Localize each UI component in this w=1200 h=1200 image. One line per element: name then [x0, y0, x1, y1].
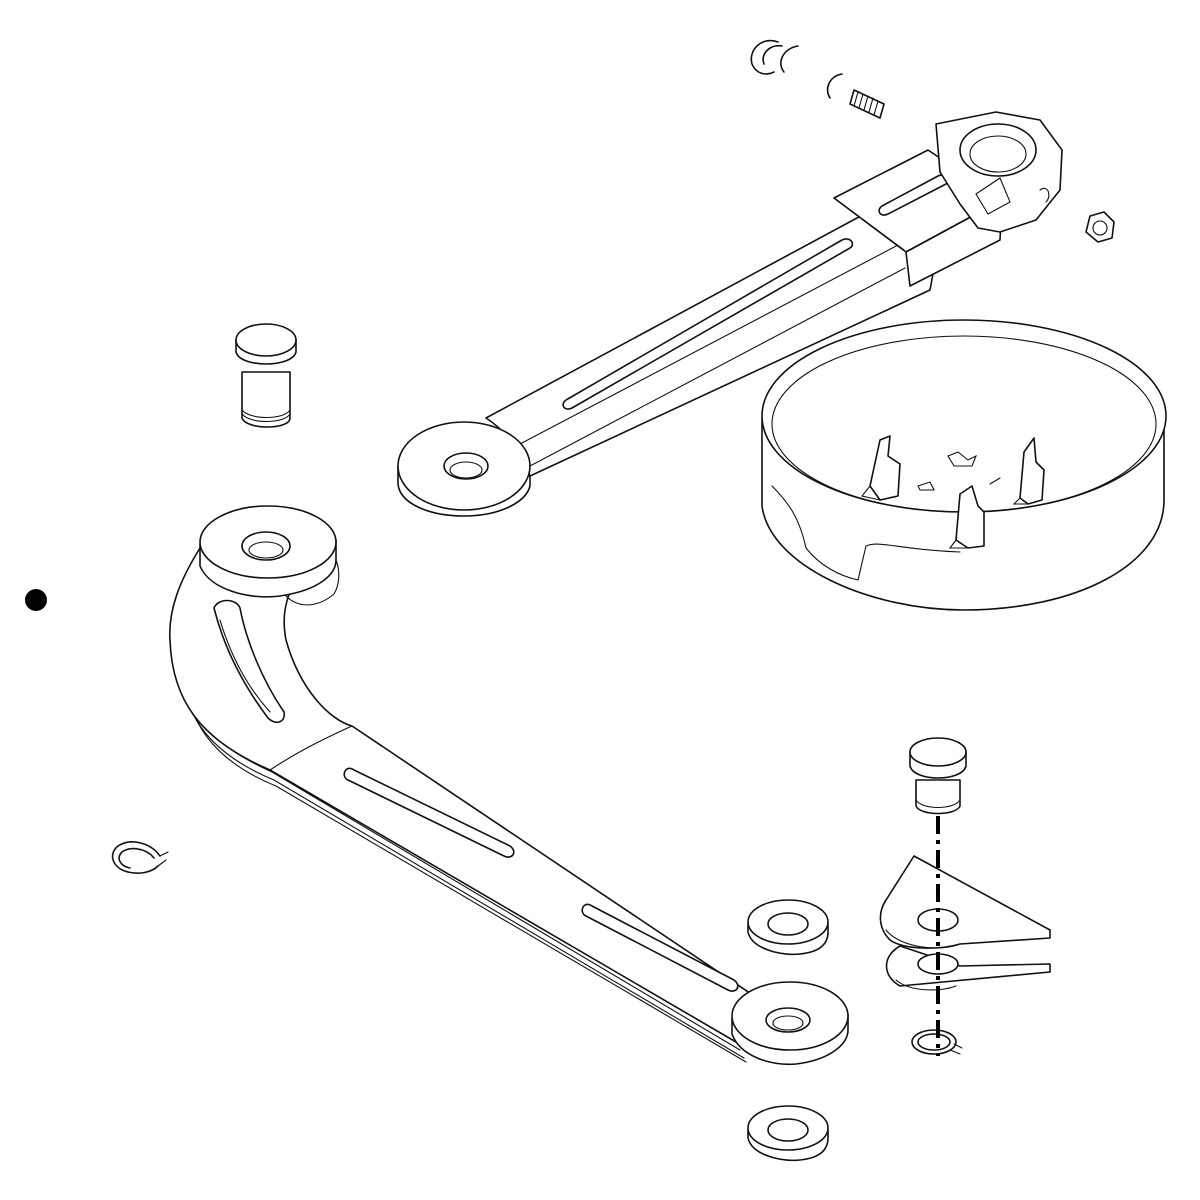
- marker-dot: [25, 589, 47, 611]
- pivot-pin: [235, 323, 297, 428]
- hex-nut: [1085, 211, 1115, 243]
- retaining-ring: [911, 1029, 963, 1055]
- retaining-ring: [750, 39, 783, 75]
- pivot-pin: [909, 737, 967, 815]
- snap-clip: [948, 485, 985, 549]
- c-clip: [826, 73, 843, 99]
- threaded-stud: [849, 89, 885, 119]
- retaining-ring: [111, 841, 169, 874]
- clevis-bracket: [879, 855, 1051, 991]
- washer: [747, 1105, 829, 1162]
- washer: [747, 899, 829, 956]
- c-clip: [780, 45, 799, 73]
- snap-clip: [861, 435, 901, 501]
- round-housing: [761, 319, 1167, 611]
- upper-arm: [397, 111, 1063, 517]
- snap-clip: [1012, 437, 1045, 505]
- curved-lower-arm: [168, 505, 849, 1066]
